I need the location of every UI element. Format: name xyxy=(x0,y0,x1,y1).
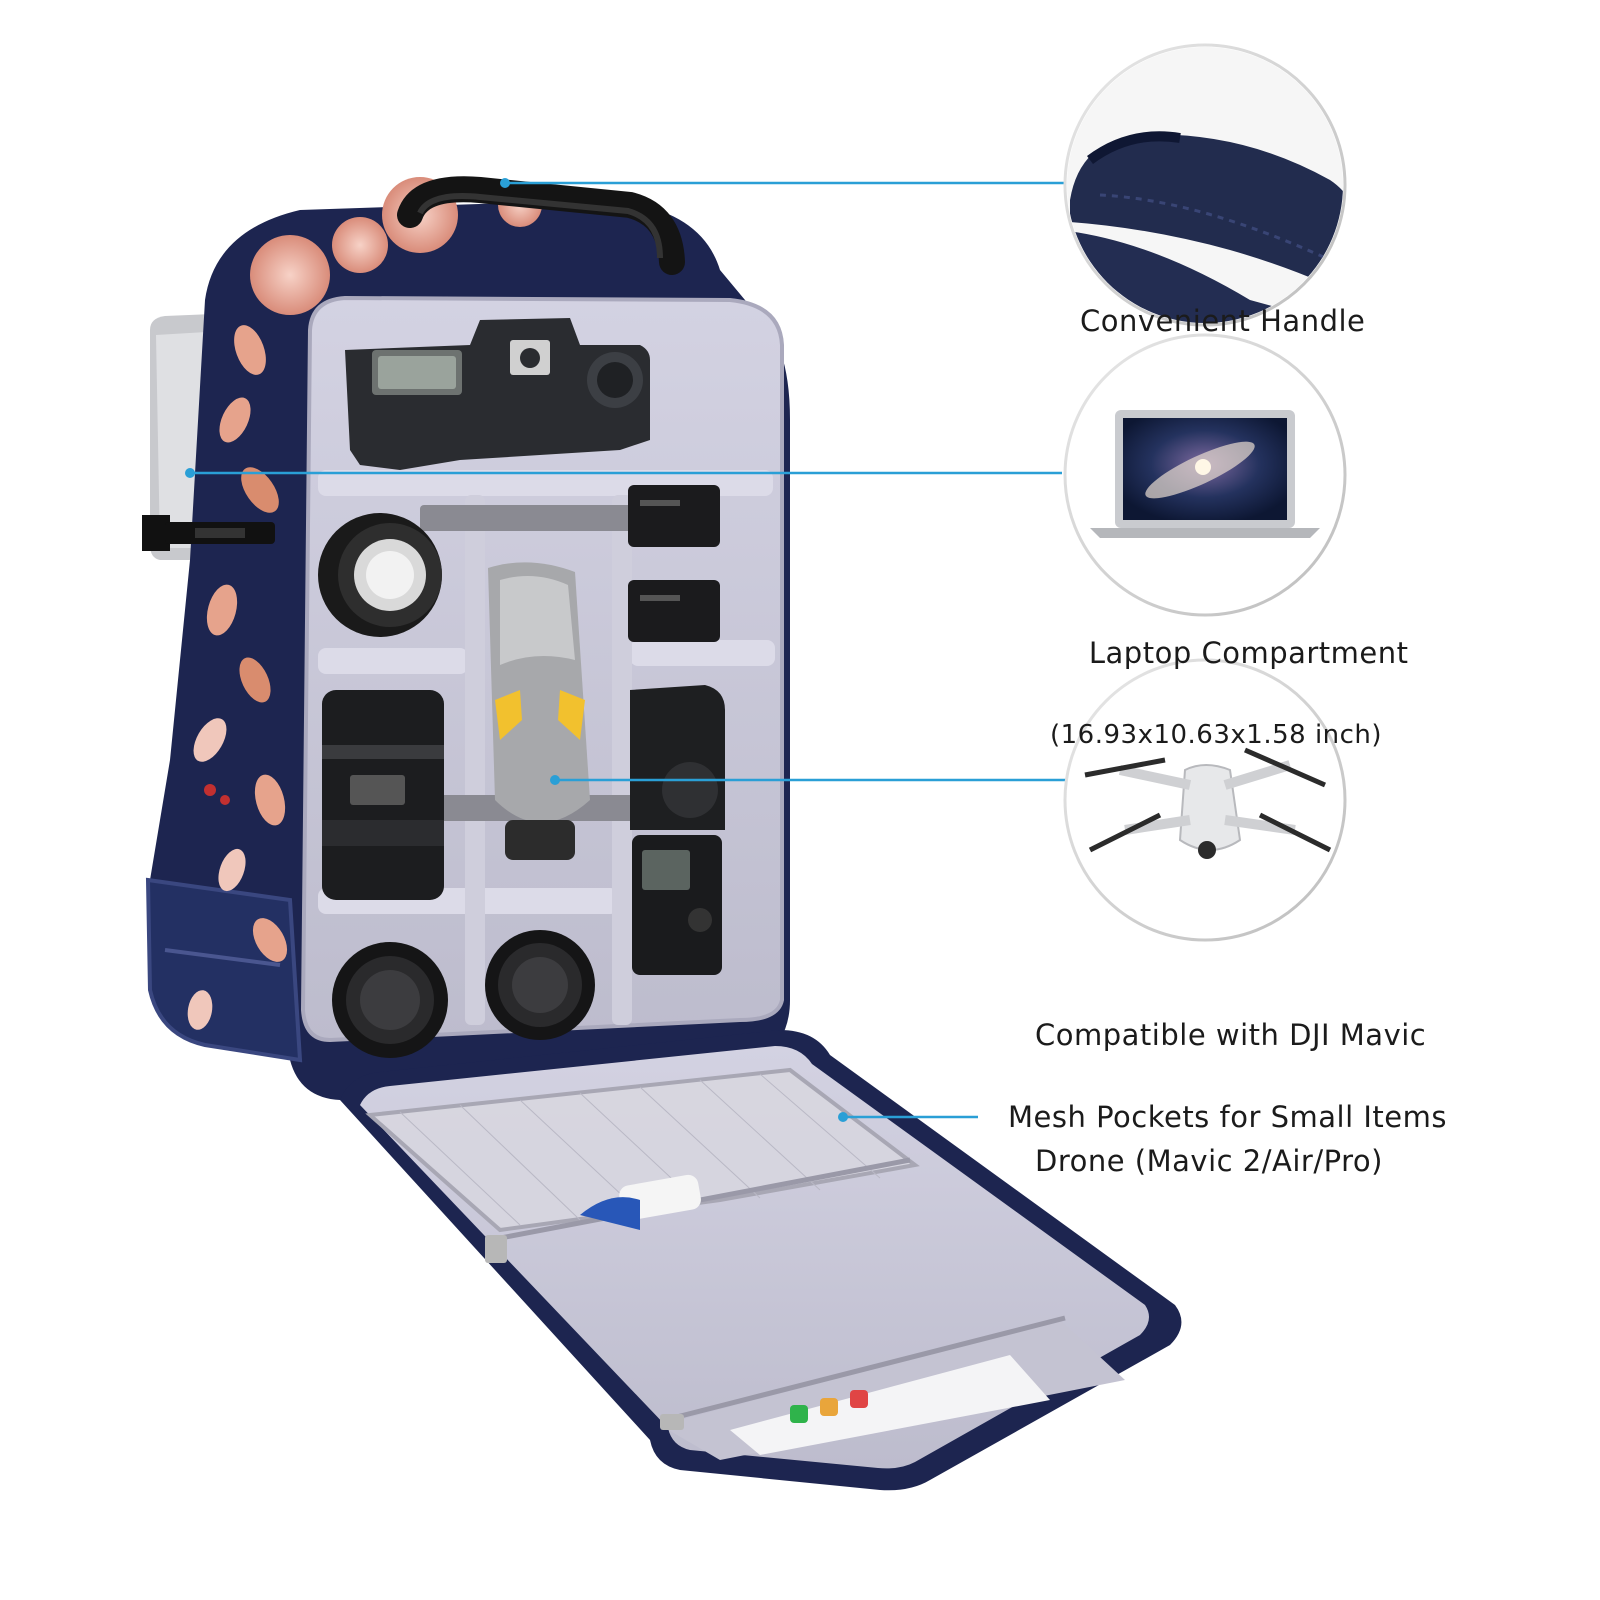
laptop-feature-label: Laptop Compartment (16.93x10.63x1.58 inc… xyxy=(1050,590,1409,838)
laptop-compartment-dimensions: (16.93x10.63x1.58 inch) xyxy=(1050,720,1383,750)
handle-feature-label: Convenient Handle xyxy=(1080,304,1366,338)
batteries xyxy=(628,485,720,642)
mesh-feature-label: Mesh Pockets for Small Items xyxy=(1008,1100,1447,1134)
drone-feature-label: Compatible with DJI Mavic Drone (Mavic 2… xyxy=(1035,930,1426,1266)
speedlite-flash xyxy=(630,685,725,975)
drone-detail-circle xyxy=(1063,658,1347,942)
drone-compat-line2: Drone (Mavic 2/Air/Pro) xyxy=(1035,1144,1383,1178)
folded-drone xyxy=(488,562,590,860)
bottom-lenses xyxy=(332,930,595,1058)
lens-cap xyxy=(318,513,442,637)
laptop-compartment-title: Laptop Compartment xyxy=(1088,636,1409,670)
callout-lines xyxy=(185,178,1070,1122)
drone-icon xyxy=(1084,747,1332,859)
laptop-detail-circle xyxy=(1063,333,1347,617)
zoom-lens xyxy=(322,690,444,900)
floral-pattern xyxy=(187,177,542,1030)
camera-body xyxy=(345,318,650,470)
front-flap xyxy=(340,1030,1182,1491)
top-handle xyxy=(397,176,685,275)
drone-compat-line1: Compatible with DJI Mavic xyxy=(1035,1018,1427,1052)
